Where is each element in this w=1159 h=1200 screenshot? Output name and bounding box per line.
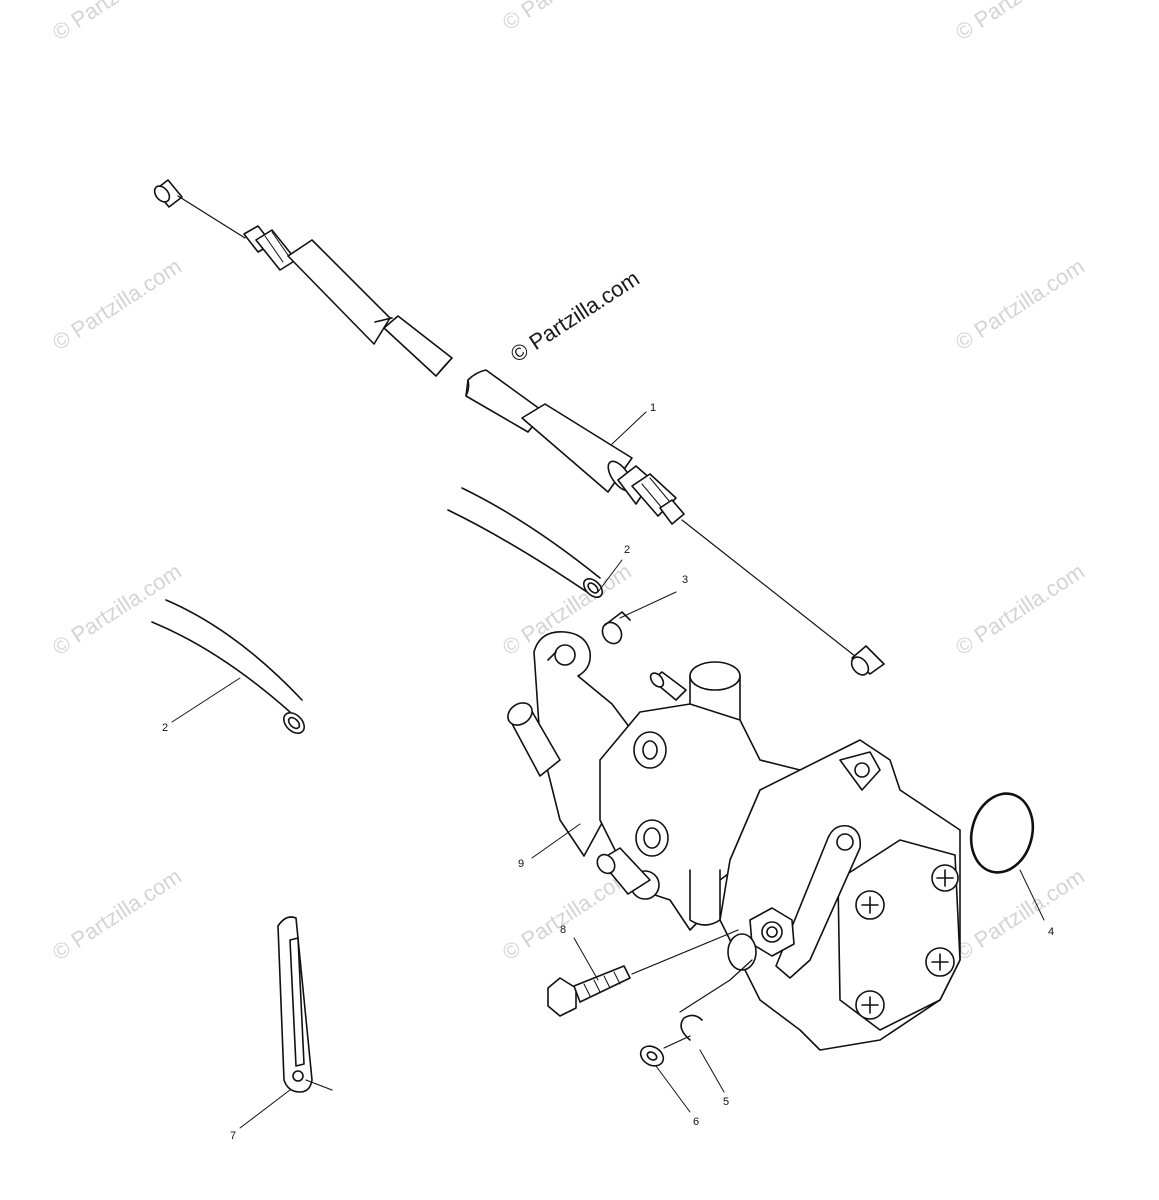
- callout-2: 2: [624, 544, 631, 556]
- cable-lower: [465, 369, 885, 676]
- oil-pump: [507, 631, 961, 1051]
- hose-clamp: [601, 611, 681, 691]
- callout-1: 1: [650, 402, 657, 414]
- callout-9: 9: [518, 858, 525, 870]
- washer: [639, 1035, 691, 1067]
- callout-8: 8: [560, 924, 567, 936]
- callout-7: 7: [230, 1130, 237, 1142]
- adjuster-plate: [277, 916, 333, 1093]
- callout-6: 6: [693, 1116, 700, 1128]
- retaining-clip: [679, 959, 753, 1041]
- callout-2: 2: [162, 722, 169, 734]
- callout-leaders: [171, 411, 1045, 1129]
- o-ring: [969, 792, 1035, 874]
- callout-3: 3: [682, 574, 689, 586]
- oil-hose-left: [151, 599, 305, 734]
- hex-bolt: [547, 929, 739, 1017]
- callout-4: 4: [1048, 926, 1055, 938]
- cable-upper: [153, 179, 453, 377]
- callout-5: 5: [723, 1096, 730, 1108]
- oil-hose-upper: [447, 487, 604, 599]
